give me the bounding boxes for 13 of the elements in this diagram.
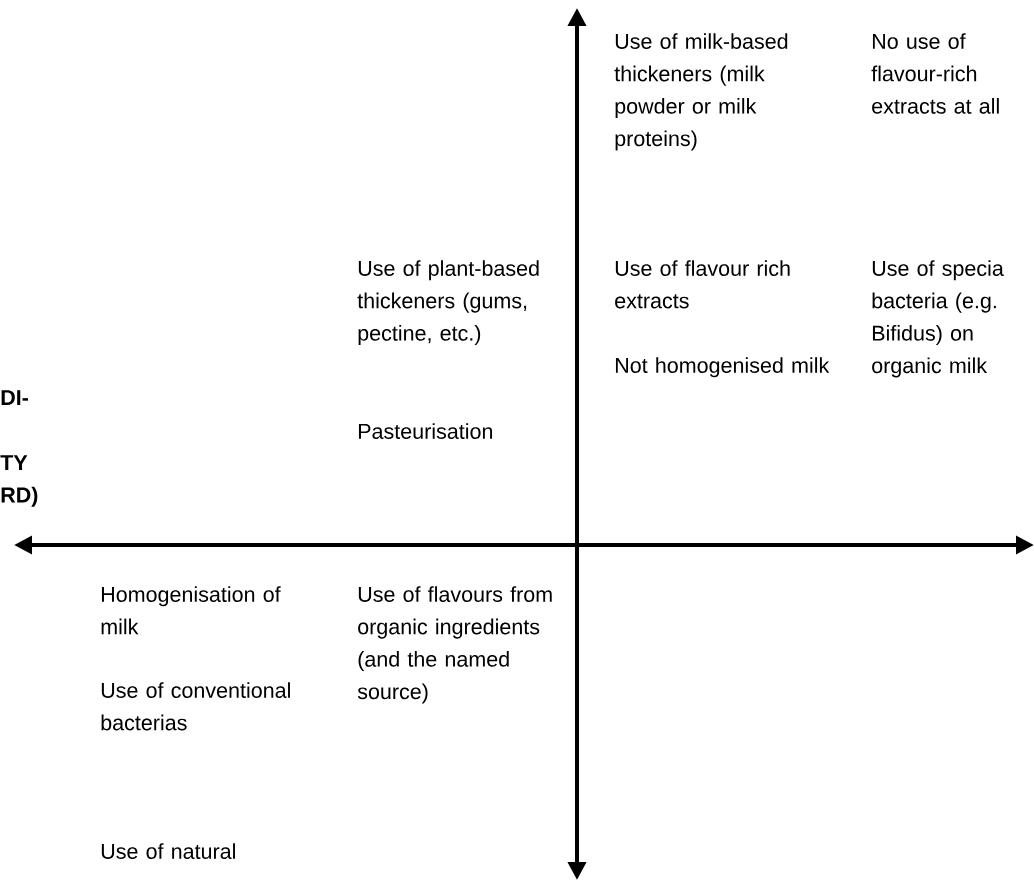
label-text: Homogenisation of milk bbox=[101, 586, 281, 635]
label-text: Use of natural bbox=[101, 843, 235, 859]
label-text: Use of flavours from organic ingredients (and the named source) bbox=[357, 586, 552, 704]
label-text: Use of milk-based thickeners (milk powder or milk proteins) bbox=[614, 33, 788, 151]
label-text: No use of flavour-rich extracts at all bbox=[871, 33, 999, 114]
axis-label: TY RD) bbox=[0, 455, 38, 507]
label-text: Pasteurisation bbox=[358, 423, 493, 439]
label-text: Use of conventional bacterias bbox=[101, 682, 290, 731]
label-text: Not homogenised milk bbox=[615, 357, 830, 378]
label-text: Use of flavour rich extracts bbox=[615, 260, 790, 309]
label-text: Use of plant-based thickeners (gums, pectine, etc.) bbox=[357, 260, 539, 346]
label-text: Use of specia bacteria (e.g. Bifidus) on organic milk bbox=[872, 260, 1004, 378]
axis-label: DI- bbox=[1, 390, 28, 405]
